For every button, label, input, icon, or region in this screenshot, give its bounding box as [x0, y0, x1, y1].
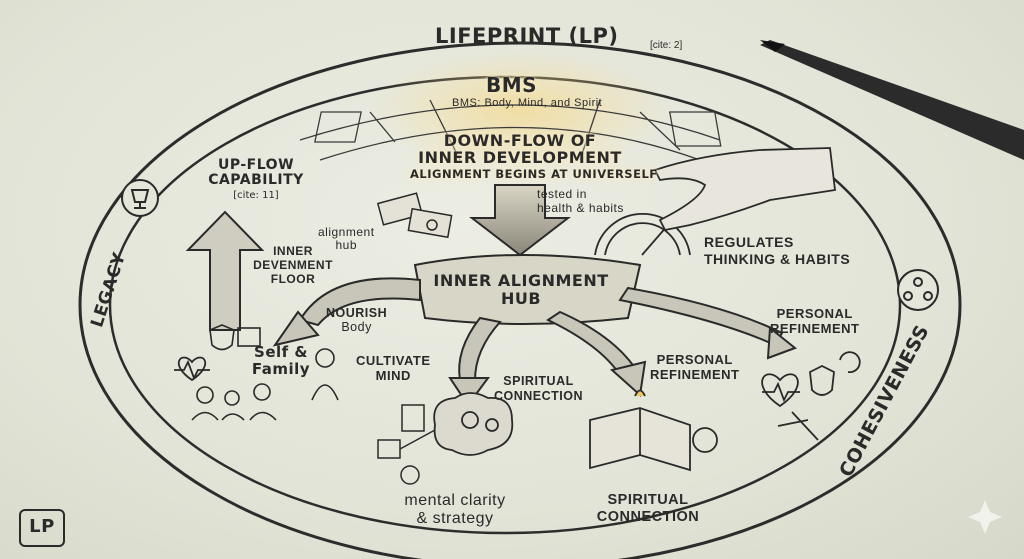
self-family-label: Self &Family — [251, 343, 311, 378]
logo-frame — [19, 509, 65, 547]
mental-clarity-label: mental clarity& strategy — [404, 492, 506, 527]
book-icon — [589, 389, 718, 472]
title: LIFEPRINT (LP) — [435, 24, 619, 48]
gauge-icon — [594, 213, 691, 256]
brain-icon — [433, 392, 514, 456]
hand-icon — [653, 147, 836, 232]
top-glow — [370, 50, 670, 170]
bms-shelf — [299, 99, 722, 161]
refinement-icons — [761, 351, 861, 441]
up-flow-arrow — [185, 210, 265, 331]
bms-subheading: BMS: Body, Mind, and Spirit — [452, 97, 603, 109]
sparkle-icon — [968, 500, 1002, 534]
outer-ring — [78, 41, 962, 559]
network-icon — [377, 404, 436, 485]
down-flow-arrow — [469, 184, 571, 257]
money-icon — [376, 192, 453, 239]
family-icon — [191, 348, 339, 421]
title-cite: [cite: 2] — [650, 40, 683, 51]
logo: LP — [29, 516, 55, 537]
pencil-icon — [760, 40, 1024, 160]
community-icon — [897, 269, 939, 311]
trophy-icon — [121, 179, 159, 217]
bms-heading: BMS — [486, 73, 538, 97]
shield-icon — [209, 324, 261, 351]
flow-arrows — [272, 277, 798, 407]
health-heart-icon — [174, 356, 210, 382]
